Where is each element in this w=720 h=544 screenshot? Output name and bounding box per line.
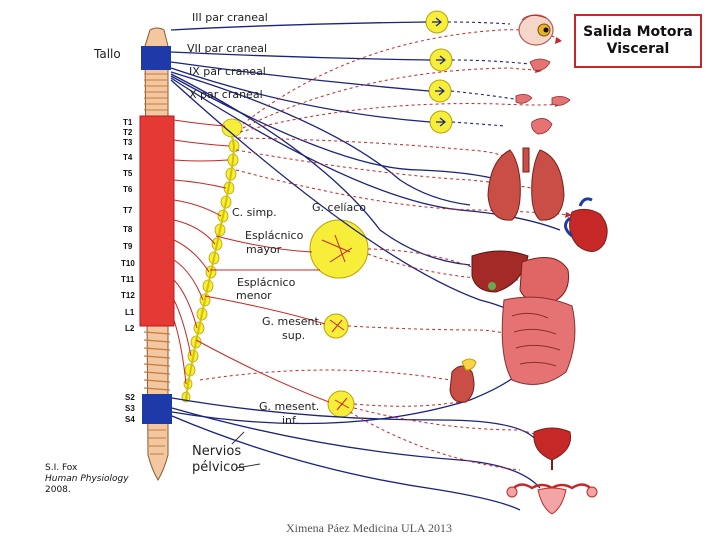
lung-icon	[487, 147, 565, 221]
title-line-1: Salida Motora	[583, 24, 693, 40]
segment-label: T7	[123, 206, 133, 215]
intestine-icon	[501, 296, 576, 385]
segment-label: T2	[123, 128, 133, 137]
footer-credit: Ximena Páez Medicina ULA 2013	[286, 521, 452, 535]
heart-icon	[564, 197, 608, 252]
segment-label: T9	[123, 242, 133, 251]
label-cranial-x: X par craneal	[189, 88, 263, 101]
label-mesenteric-inf-2: inf.	[282, 414, 299, 427]
segment-label: L2	[125, 324, 135, 333]
label-splanchnic-minor-2: menor	[236, 289, 272, 302]
segment-label: T3	[123, 138, 133, 147]
liver-icon	[471, 250, 529, 293]
label-mesenteric-sup-1: G. mesent.	[262, 315, 323, 328]
segment-label: S3	[125, 404, 135, 413]
segment-label: S2	[125, 393, 135, 402]
sympathetic-nerves	[173, 119, 330, 403]
credit-year: 2008.	[45, 485, 71, 495]
label-mesenteric-inf-1: G. mesent.	[259, 400, 320, 413]
label-cranial-ix: IX par craneal	[189, 65, 266, 78]
segment-label: T11	[121, 275, 135, 284]
segment-label: T12	[121, 291, 135, 300]
label-tallo: Tallo	[94, 47, 121, 61]
bladder-icon	[533, 427, 572, 470]
credit-book: Human Physiology	[45, 474, 129, 484]
label-splanchnic-minor-1: Esplácnico	[237, 276, 296, 289]
celiac-ganglion	[309, 219, 369, 279]
superior-mesenteric-ganglion	[323, 313, 349, 339]
label-splanchnic-major-2: mayor	[246, 243, 282, 256]
source-credit: S.I. Fox Human Physiology 2008.	[45, 463, 129, 496]
label-chain: C. simp.	[232, 206, 277, 219]
segment-label: T1	[123, 118, 133, 127]
kidney-icon	[449, 358, 477, 403]
brainstem-segment	[141, 46, 171, 70]
uterus-icon	[506, 483, 598, 515]
segment-label: T5	[123, 169, 133, 178]
segment-label: T6	[123, 185, 133, 194]
segment-label: S4	[125, 415, 135, 424]
segment-label: T10	[121, 259, 135, 268]
sacral-segment	[142, 394, 172, 424]
title-line-2: Visceral	[606, 41, 670, 57]
label-cranial-vii: VII par craneal	[187, 42, 268, 55]
thoracolumbar-segment	[139, 115, 175, 327]
segment-label: L1	[125, 308, 135, 317]
spinal-cord	[139, 27, 175, 481]
label-pelvic-nerves-2: pélvicos	[192, 460, 246, 475]
segment-label: T4	[123, 153, 133, 162]
label-celiac: G. celíaco	[312, 201, 366, 214]
eye-icon	[518, 14, 554, 46]
label-cranial-iii: III par craneal	[192, 11, 268, 24]
title-box: Salida Motora Visceral	[574, 14, 702, 68]
salivary-gland-icon	[515, 58, 571, 135]
label-pelvic-nerves-1: Nervios	[192, 444, 242, 459]
credit-author: S.I. Fox	[45, 463, 78, 473]
label-mesenteric-sup-2: sup.	[282, 329, 306, 342]
label-pelvic-nerves: Nervios pélvicos	[192, 444, 245, 476]
label-splanchnic-major-1: Esplácnico	[245, 229, 304, 242]
segment-label: T8	[123, 225, 133, 234]
